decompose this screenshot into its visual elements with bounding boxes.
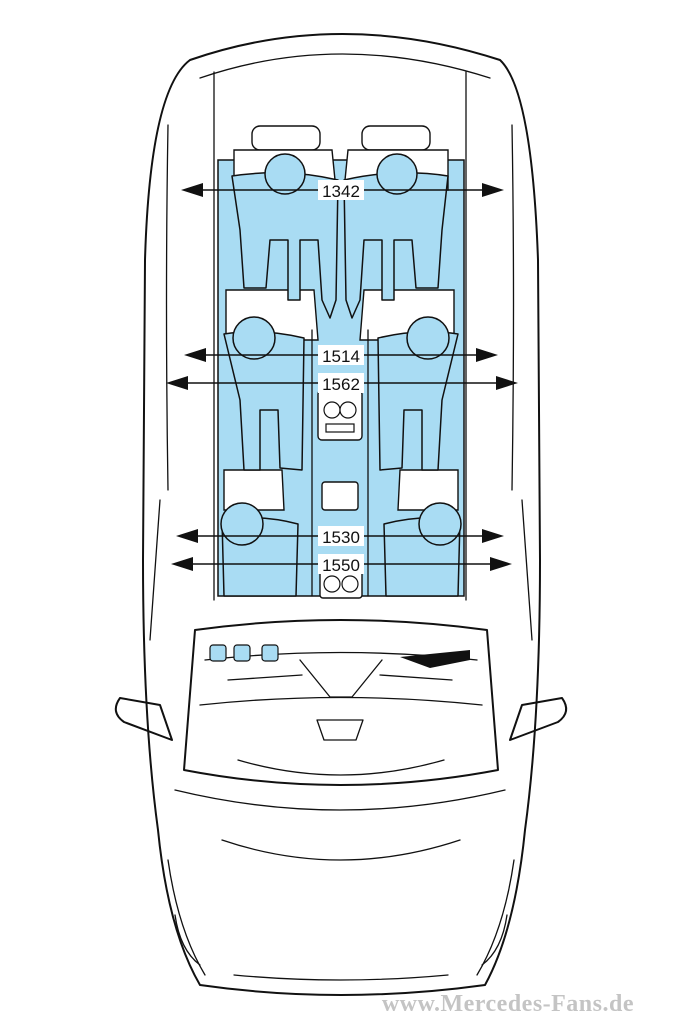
watermark-text: www.Mercedes-Fans.de <box>381 991 634 1017</box>
dimension-label: 1530 <box>322 528 360 547</box>
dimension-front-shoulder: 1342 <box>181 180 504 201</box>
dimension-label: 1562 <box>322 375 360 394</box>
dimension-middle-shoulder: 1514 <box>184 345 498 366</box>
occupants <box>220 153 462 597</box>
dimension-rear-shoulder: 1530 <box>176 526 504 547</box>
car-body <box>114 33 568 996</box>
occupant-front-right <box>343 153 449 319</box>
dimension-middle-elbow: 1562 <box>166 373 518 394</box>
dimension-label: 1342 <box>322 182 360 201</box>
occupant-rear-left <box>220 502 299 597</box>
occupant-rear-right <box>383 502 462 597</box>
dimension-label: 1514 <box>322 347 360 366</box>
dimension-lines: 1342 1514 1562 1530 <box>166 180 518 575</box>
dimension-label: 1550 <box>322 556 360 575</box>
dimension-rear-elbow: 1550 <box>171 554 512 575</box>
occupant-middle-right <box>377 316 459 471</box>
occupant-middle-left <box>223 316 305 471</box>
